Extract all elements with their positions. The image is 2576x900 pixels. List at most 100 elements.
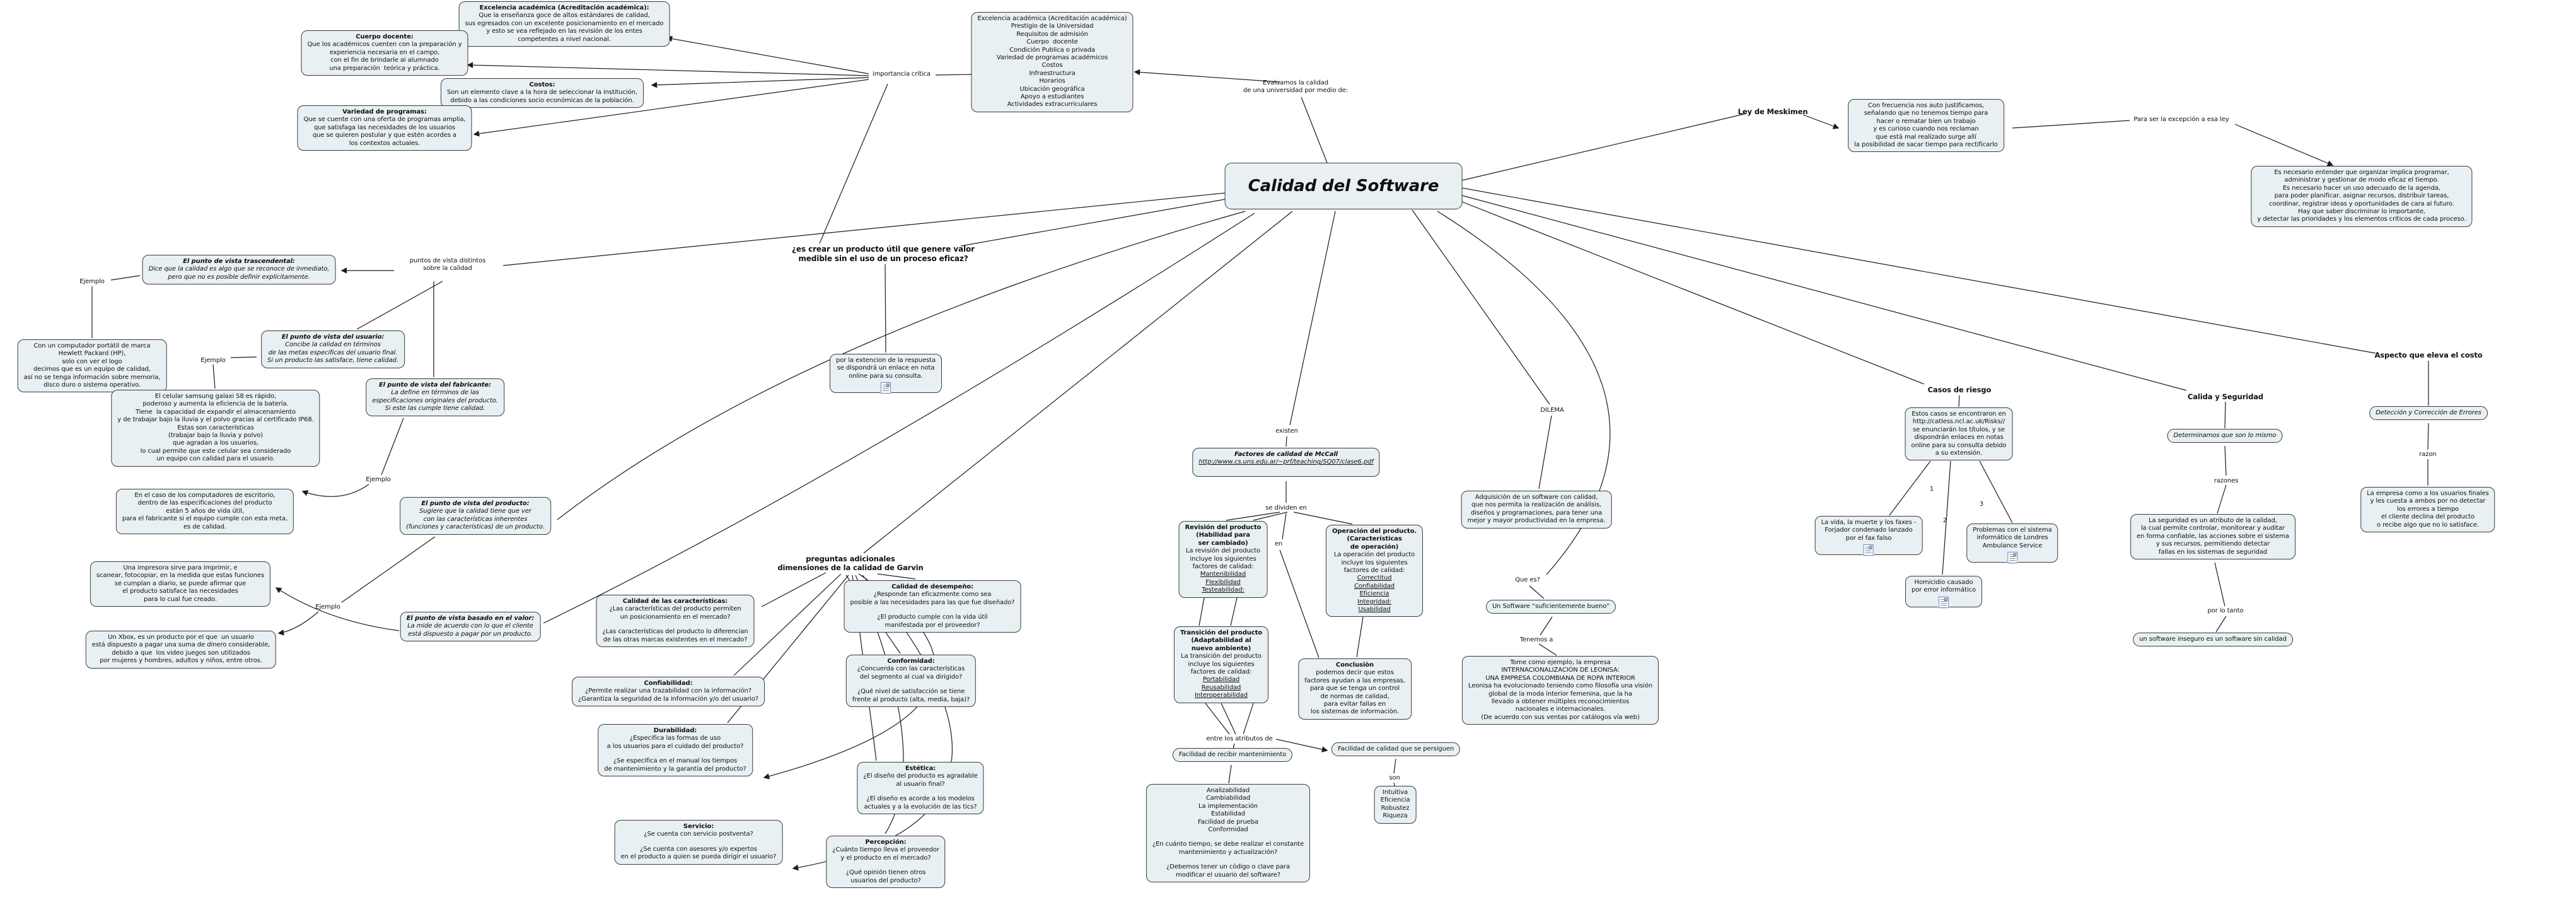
connector-line [2215, 616, 2227, 633]
box-empresa-usuarios-text-line: los errores a tiempo [2396, 505, 2459, 513]
box-caso-fax-note-icon[interactable] [1864, 544, 1874, 556]
label-para-ser-excepcion[interactable]: Para ser la excepción a esa ley [2133, 116, 2229, 124]
box-facilidad-mantenimiento[interactable]: Facilidad de recibir mantenimiento [1172, 748, 1293, 763]
box-percepcion[interactable]: Percepción:¿Cuánto tiempo lleva el prove… [826, 836, 946, 888]
label-por-lo-tanto[interactable]: por lo tanto [2207, 607, 2243, 615]
box-software-inseguro[interactable]: un software inseguro es un software sin … [2133, 633, 2293, 647]
box-calidad-caracteristicas[interactable]: Calidad de las características:¿Las cara… [596, 595, 755, 647]
box-excelencia-academica[interactable]: Excelencia académica (Acreditación acadé… [458, 1, 670, 47]
box-cuerpo-docente[interactable]: Cuerpo docente:Que los académicos cuente… [301, 30, 468, 76]
label-existen[interactable]: existen [1275, 428, 1298, 435]
label-se-dividen-en[interactable]: se dividen en [1265, 505, 1307, 512]
box-vista-valor[interactable]: El punto de vista basado en el valor:La … [400, 612, 541, 642]
box-ejemplo-xbox[interactable]: Un Xbox, es un producto por el que un us… [85, 631, 277, 669]
box-servicio[interactable]: Servicio:¿Se cuenta con servicio postven… [614, 820, 783, 865]
label-dilema[interactable]: DILEMA [1540, 407, 1564, 414]
label-tenemos-a[interactable]: Tenemos a [1520, 636, 1553, 644]
box-transicion-producto-text-line: Portabilidad [1202, 676, 1240, 684]
box-ejemplo-impresora-text-line: Una impresora sirve para imprimir, e [123, 564, 238, 571]
box-extencion-respuesta-note-icon[interactable] [880, 382, 891, 394]
box-con-frecuencia[interactable]: Con frecuencia nos auto justificamos,señ… [1848, 99, 2004, 153]
box-vista-producto-text-line: con las características inherentes [423, 515, 528, 523]
connector-line [666, 35, 869, 74]
box-caso-londres-note-icon[interactable] [2007, 552, 2017, 564]
label-en[interactable]: en [1275, 541, 1282, 548]
box-adquisicion[interactable]: Adquisición de un software con calidad,q… [1461, 491, 1612, 529]
connector-line [885, 264, 886, 353]
box-software-bueno[interactable]: Un Software “suficientemente bueno” [1485, 600, 1616, 614]
label-ejemplo-1[interactable]: Ejemplo [79, 278, 105, 286]
label-calida-seguridad[interactable]: Calida y Seguridad [2188, 392, 2263, 401]
box-caso-fax[interactable]: La vida, la muerte y los faxes -Forjador… [1814, 516, 1923, 556]
box-analizabilidad-text-line: Analizabilidad [1206, 787, 1250, 794]
label-importancia-critica[interactable]: importancia crítica [873, 71, 931, 78]
box-caso-londres-text-line: Ambulance Service [1982, 542, 2043, 549]
box-seguridad-atributo[interactable]: La seguridad es un atributo de la calida… [2130, 514, 2295, 559]
label-es-crear[interactable]: ¿es crear un producto útil que genere va… [792, 245, 975, 264]
box-vista-fabricante[interactable]: El punto de vista del fabricante:La defi… [366, 378, 504, 416]
box-caso-fax-text-line: Forjador condenado lanzado [1825, 527, 1913, 534]
box-deteccion-correccion[interactable]: Detección y Corrección de Errores [2369, 406, 2488, 421]
box-durabilidad[interactable]: Durabilidad:¿Especifica las formas de us… [598, 724, 753, 776]
connector-line [1253, 511, 1288, 521]
box-ejemplo-computadoras[interactable]: En el caso de los computadores de escrit… [115, 489, 294, 534]
box-transicion-producto[interactable]: Transición del producto(Adaptabilidad al… [1173, 626, 1269, 703]
connector-line [1198, 597, 1205, 626]
main-calidad-del-software[interactable]: Calidad del Software [1224, 163, 1463, 210]
label-caso-3[interactable]: 3 [1980, 501, 1983, 508]
label-aspecto-costo[interactable]: Aspecto que eleva el costo [2374, 351, 2482, 359]
label-caso-2[interactable]: 2 [1943, 517, 1947, 525]
label-ejemplo-2[interactable]: Ejemplo [200, 357, 226, 365]
label-ejemplo-4[interactable]: Ejemplo [315, 604, 340, 611]
box-variedad-programas[interactable]: Variedad de programas:Que se cuente con … [297, 105, 472, 151]
box-costos[interactable]: Costos:Son un elemento clave a la hora d… [441, 78, 644, 108]
box-excelencia-academica-text-line: competentes a nivel nacional. [518, 35, 611, 43]
box-confiabilidad[interactable]: Confiabilidad:¿Permite realizar una traz… [572, 677, 765, 707]
box-lista-universidad[interactable]: Excelencia académica (Acreditación acadé… [971, 12, 1134, 112]
box-vista-usuario[interactable]: El punto de vista del usuario:Concibe la… [261, 330, 405, 368]
box-con-frecuencia-text-line: hacer o rematar bien un trabajo [1876, 117, 1976, 125]
label-casos-riesgo[interactable]: Casos de riesgo [1928, 385, 1992, 394]
label-razones[interactable]: razones [2214, 477, 2239, 485]
label-ejemplo-3[interactable]: Ejemplo [366, 476, 391, 484]
box-calidad-desempeno[interactable]: Calidad de desempeño:¿Responde tan efica… [844, 580, 1021, 633]
label-son[interactable]: son [1389, 774, 1400, 782]
box-estetica[interactable]: Estética:¿El diseño del producto es agra… [857, 762, 984, 814]
box-vista-producto[interactable]: El punto de vista del producto:Sugiere q… [400, 497, 551, 535]
label-razon[interactable]: razon [2419, 451, 2437, 459]
label-ley-meskimen[interactable]: Ley de Meskimen [1738, 107, 1808, 116]
connector-line [1301, 96, 1328, 163]
box-caso-homicidio-note-icon[interactable] [1938, 596, 1949, 608]
box-vista-trascendental[interactable]: El punto de vista trascendental:Dice que… [142, 255, 336, 285]
box-ejemplo-samsung[interactable]: El celular samsung galaxi S8 es rápido,p… [111, 390, 320, 467]
box-facilidad-calidad[interactable]: Facilidad de calidad que se persiguen [1331, 742, 1461, 757]
box-transicion-producto-text-line: Reusabilidad [1201, 684, 1241, 691]
box-determinamos[interactable]: Determinamos que son lo mismo [2167, 429, 2283, 443]
box-caso-fax-text-line: La vida, la muerte y los faxes - [1821, 519, 1917, 526]
box-conformidad[interactable]: Conformidad:¿Concuerda con las caracterí… [845, 655, 977, 707]
box-estetica-text-line [863, 788, 977, 795]
box-es-necesario[interactable]: Es necesario entender que organizar impl… [2251, 166, 2473, 227]
label-entre-atributos[interactable]: entre los atributos de [1206, 735, 1272, 743]
box-lista-universidad-text-line: Infraestructura [1029, 69, 1076, 77]
label-que-es[interactable]: Que es? [1515, 576, 1540, 584]
box-leonisa-text-line: global de la moda interior femenina, que… [1488, 690, 1632, 698]
label-caso-1[interactable]: 1 [1930, 486, 1934, 493]
